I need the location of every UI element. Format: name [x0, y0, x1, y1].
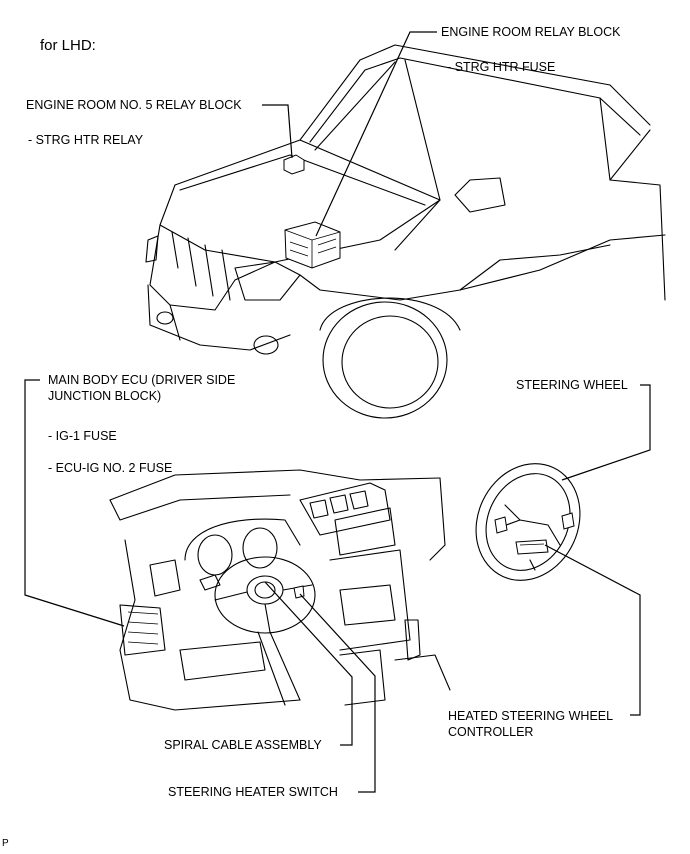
steering-wheel-detail-illustration: [475, 463, 581, 581]
heated-steering-wheel-controller-label-line1: HEATED STEERING WHEEL: [448, 709, 614, 723]
main-body-ecu-label-line2: JUNCTION BLOCK): [48, 389, 162, 403]
steering-heater-switch-label: STEERING HEATER SWITCH: [168, 785, 338, 799]
engine-room-no5-relay-block-label: ENGINE ROOM NO. 5 RELAY BLOCK: [26, 98, 242, 112]
footer-mark: P: [2, 838, 9, 849]
ecu-ig-no2-fuse-item: - ECU-IG NO. 2 FUSE: [48, 461, 173, 475]
page-title: for LHD:: [40, 37, 96, 54]
ig1-fuse-item: - IG-1 FUSE: [48, 429, 117, 443]
steering-wheel-label: STEERING WHEEL: [516, 378, 628, 392]
spiral-cable-assembly-label: SPIRAL CABLE ASSEMBLY: [164, 738, 322, 752]
leader-lines: [24, 31, 651, 793]
dashboard-illustration: [109, 469, 451, 711]
heated-steering-wheel-controller-label-line2: CONTROLLER: [448, 725, 534, 739]
engine-room-relay-block-label: ENGINE ROOM RELAY BLOCK: [441, 25, 621, 39]
strg-htr-relay-item: - STRG HTR RELAY: [28, 133, 144, 147]
strg-htr-fuse-item: - STRG HTR FUSE: [447, 60, 556, 74]
main-body-ecu-label-line1: MAIN BODY ECU (DRIVER SIDE: [48, 373, 236, 387]
vehicle-front-illustration: [145, 44, 666, 419]
